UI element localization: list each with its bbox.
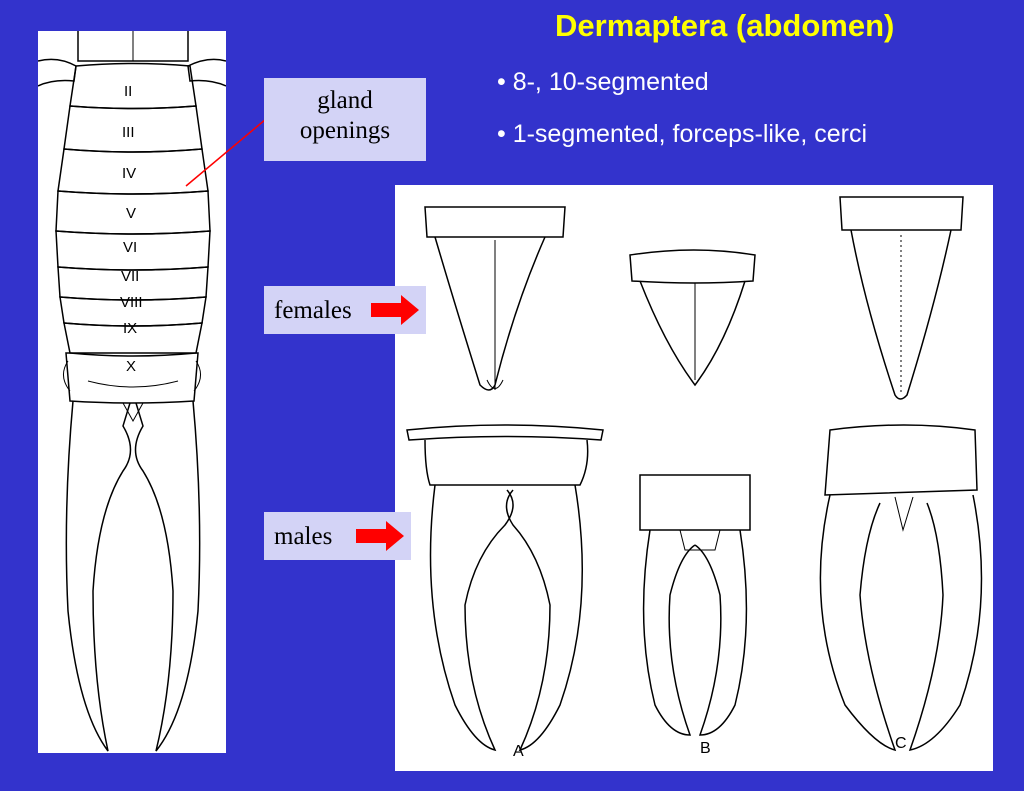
segment-label-v: V xyxy=(126,205,137,222)
panel-letter-c: C xyxy=(895,735,907,752)
segment-label-vi: VI xyxy=(123,239,138,256)
gland-openings-label: gland openings xyxy=(264,78,426,161)
abdomen-dorsal-figure: II III IV V VI VII VIII IX X xyxy=(37,31,227,753)
male-b-drawing xyxy=(639,474,751,736)
bullet-segments: • 8-, 10-segmented xyxy=(497,68,709,96)
female-c-drawing xyxy=(839,196,964,400)
female-a-drawing xyxy=(424,206,566,391)
gland-label-line2: openings xyxy=(299,117,391,144)
segment-label-viii: VIII xyxy=(120,294,143,311)
slide-title: Dermaptera (abdomen) xyxy=(555,8,895,43)
gland-pointer-line xyxy=(185,113,273,187)
bullet-cerci: • 1-segmented, forceps-like, cerci xyxy=(497,120,868,148)
panel-letter-b: B xyxy=(700,740,711,757)
segment-label-ii: II xyxy=(124,83,133,100)
females-label: females xyxy=(274,297,352,324)
segment-label-vii: VII xyxy=(121,268,140,285)
female-b-drawing xyxy=(629,249,756,387)
male-a-drawing xyxy=(406,424,604,752)
segment-label-ix: IX xyxy=(123,320,138,337)
panel-letter-a: A xyxy=(513,743,524,760)
segment-label-x: X xyxy=(126,358,137,375)
segment-label-iii: III xyxy=(122,124,135,141)
males-arrow-icon xyxy=(356,521,404,551)
cerci-comparison-figure: A B C xyxy=(395,185,993,771)
segment-label-iv: IV xyxy=(122,165,137,182)
females-arrow-icon xyxy=(371,295,419,325)
males-label: males xyxy=(274,523,333,550)
male-c-drawing xyxy=(819,424,983,752)
gland-label-line1: gland xyxy=(317,87,373,114)
